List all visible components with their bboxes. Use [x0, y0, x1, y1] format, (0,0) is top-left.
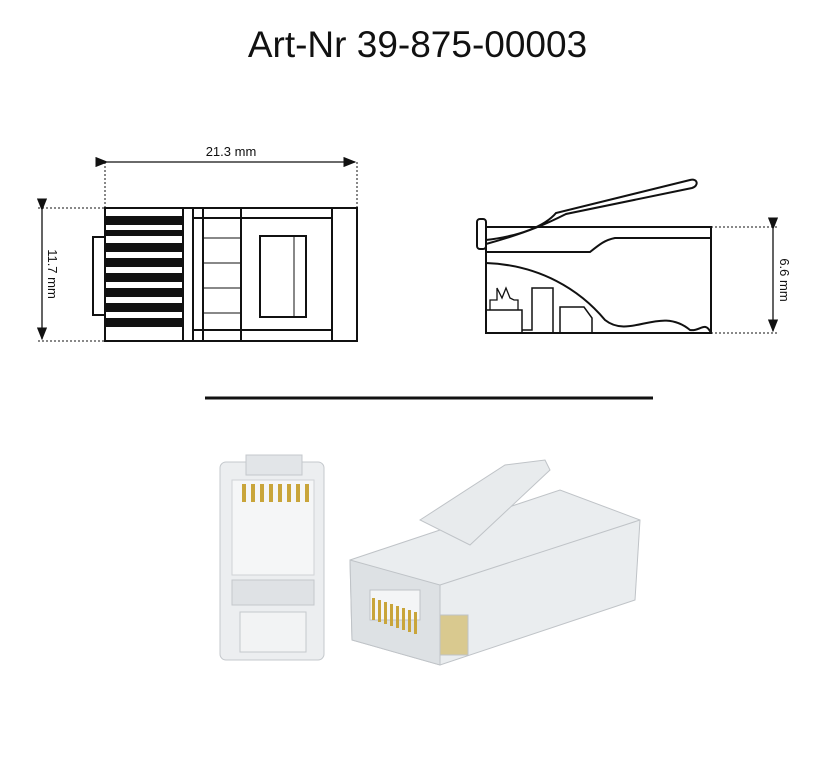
front-view-drawing [36, 156, 358, 342]
length-dimension-label: 21.3 mm [206, 144, 257, 159]
side-view-drawing [476, 178, 779, 334]
contact-stripes [105, 216, 183, 327]
connector-photo-perspective [349, 459, 641, 666]
height-dimension-label: 11.7 mm [45, 249, 60, 299]
article-number-title: Art-Nr 39-875-00003 [247, 24, 588, 65]
connector-photo-front [219, 454, 325, 661]
side-height-dimension-label: 6.6 mm [777, 258, 792, 301]
